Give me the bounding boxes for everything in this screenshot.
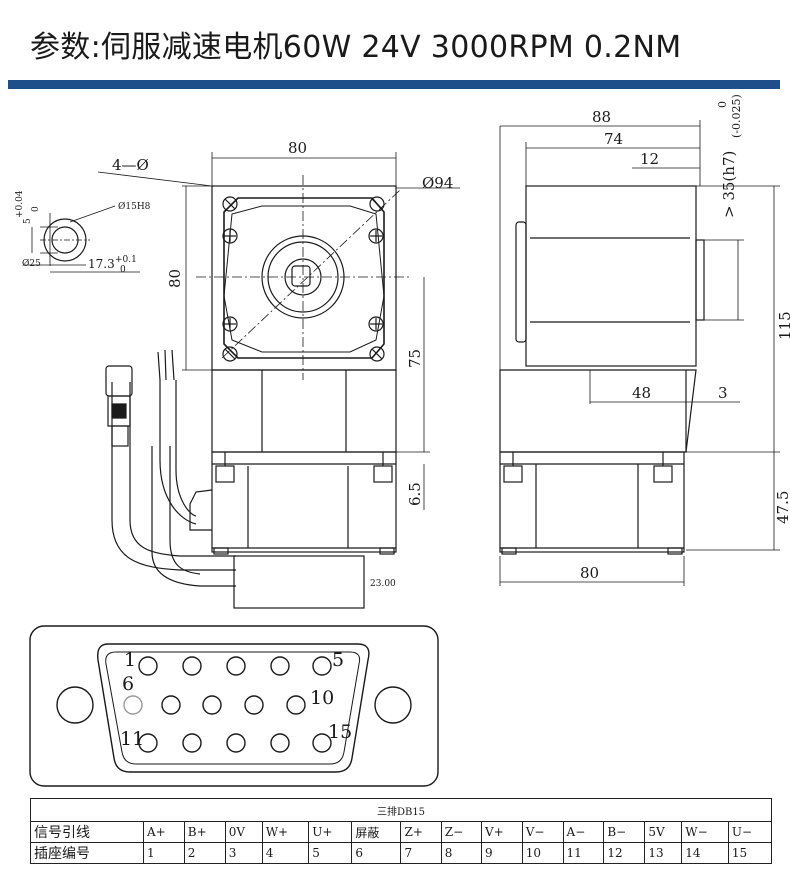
db15-pin [182,656,202,676]
pin-label-10: 10 [310,687,334,709]
key-dim-label: 5 [23,218,33,224]
number-cell: 15 [727,842,773,864]
technical-drawing: 4—Ø 80 80 Ø94 75 6.5 23.00 5 +0.04 0 Ø15… [15,94,790,787]
number-cell: 12 [603,842,646,864]
db15-pin [138,656,158,676]
depth-tol-lower: 0 [120,265,126,275]
height-115-label: 115 [776,311,790,340]
width-dim-label: 80 [288,139,307,157]
overall-dim-label: 88 [592,108,611,126]
key-tol-upper: +0.04 [15,190,25,218]
signal-cell: U− [727,821,773,843]
number-row-label: 插座编号 [30,842,144,864]
outer-dim-label: Ø25 [22,258,41,269]
height-dim-label: 80 [166,269,184,288]
db15-pin [286,695,306,715]
number-cell: 5 [308,842,353,864]
number-cell: 10 [521,842,564,864]
front-view [105,175,410,609]
db15-pin [226,656,246,676]
pin-table-header: 三排DB15 [30,798,772,822]
pin-label-15: 15 [328,721,352,743]
db15-pin [182,733,202,753]
db15-pin [312,656,332,676]
base-dim-label: 6.5 [406,482,424,506]
pilot-tol-lower: (-0.025) [730,94,743,138]
signal-cell: U+ [308,821,353,843]
number-cell: 8 [440,842,482,864]
pin-label-1: 1 [124,649,136,671]
signal-cell: 5V [644,821,683,843]
pin-label-5: 5 [332,649,344,671]
signal-cell: 屏蔽 [351,821,402,843]
db15-pin [244,695,264,715]
side-view [499,185,705,555]
key-tol-lower: 0 [31,206,41,212]
body-dim-label: 75 [406,349,424,368]
dimension-labels: 4—Ø 80 80 Ø94 75 6.5 23.00 5 +0.04 0 Ø15… [15,94,790,750]
signal-cell: A+ [143,821,185,843]
signal-cell: Z+ [400,821,442,843]
db15-pin [270,733,290,753]
db15-pin [312,733,332,753]
gap-dim-label: 3 [718,384,728,402]
signal-cell: B− [603,821,646,843]
signal-cell: W− [681,821,729,843]
side-dimensions [499,120,780,586]
number-cell: 1 [143,842,185,864]
number-cell: 11 [562,842,605,864]
db15-pin [270,656,290,676]
db15-connector [29,625,439,787]
bore-dim-label: Ø15H8 [118,201,151,212]
db15-pin [202,695,222,715]
number-cell: 4 [261,842,310,864]
hole-label: 4—Ø [112,156,149,174]
offset-dim-label: 48 [632,384,651,402]
number-cell: 13 [644,842,683,864]
db15-pin [226,733,246,753]
db15-pin [123,695,143,715]
number-cell: 3 [224,842,263,864]
number-cell: 6 [351,842,402,864]
front-dimensions [97,152,460,510]
depth-tol-upper: +0.1 [115,255,137,265]
db15-pin [161,695,181,715]
flange-dim-label: 74 [604,130,623,148]
number-cell: 9 [480,842,523,864]
page-title: 参数:伺服减速电机60W 24V 3000RPM 0.2NM [30,30,682,65]
number-cell: 7 [400,842,442,864]
pilot-len-label: 12 [640,150,659,168]
signal-cell: 0V [224,821,263,843]
depth-dim-label: 17.3 [88,257,115,271]
db15-pin [138,733,158,753]
cable-dim-label: 23.00 [370,579,396,589]
signal-row-label: 信号引线 [30,821,144,843]
signal-cell: W+ [261,821,310,843]
signal-cell: V+ [480,821,523,843]
number-cell: 2 [183,842,226,864]
db15-pins [123,656,332,753]
pin-label-11: 11 [120,728,144,750]
signal-cell: Z− [440,821,482,843]
title-accent-bar [8,80,780,89]
base-width-label: 80 [580,564,599,582]
pin-label-6: 6 [122,673,134,695]
base-height-label: 47.5 [774,491,790,524]
number-cell: 14 [681,842,729,864]
pilot-tol-upper: 0 [716,101,729,108]
front-flange-outline [211,185,397,371]
signal-cell: A− [562,821,605,843]
pilot-dia-label: > 35(h7) [720,151,738,218]
signal-cell: V− [521,821,564,843]
signal-cell: B+ [183,821,226,843]
pcd-dim-label: Ø94 [422,174,453,192]
shaft-detail [24,205,140,273]
